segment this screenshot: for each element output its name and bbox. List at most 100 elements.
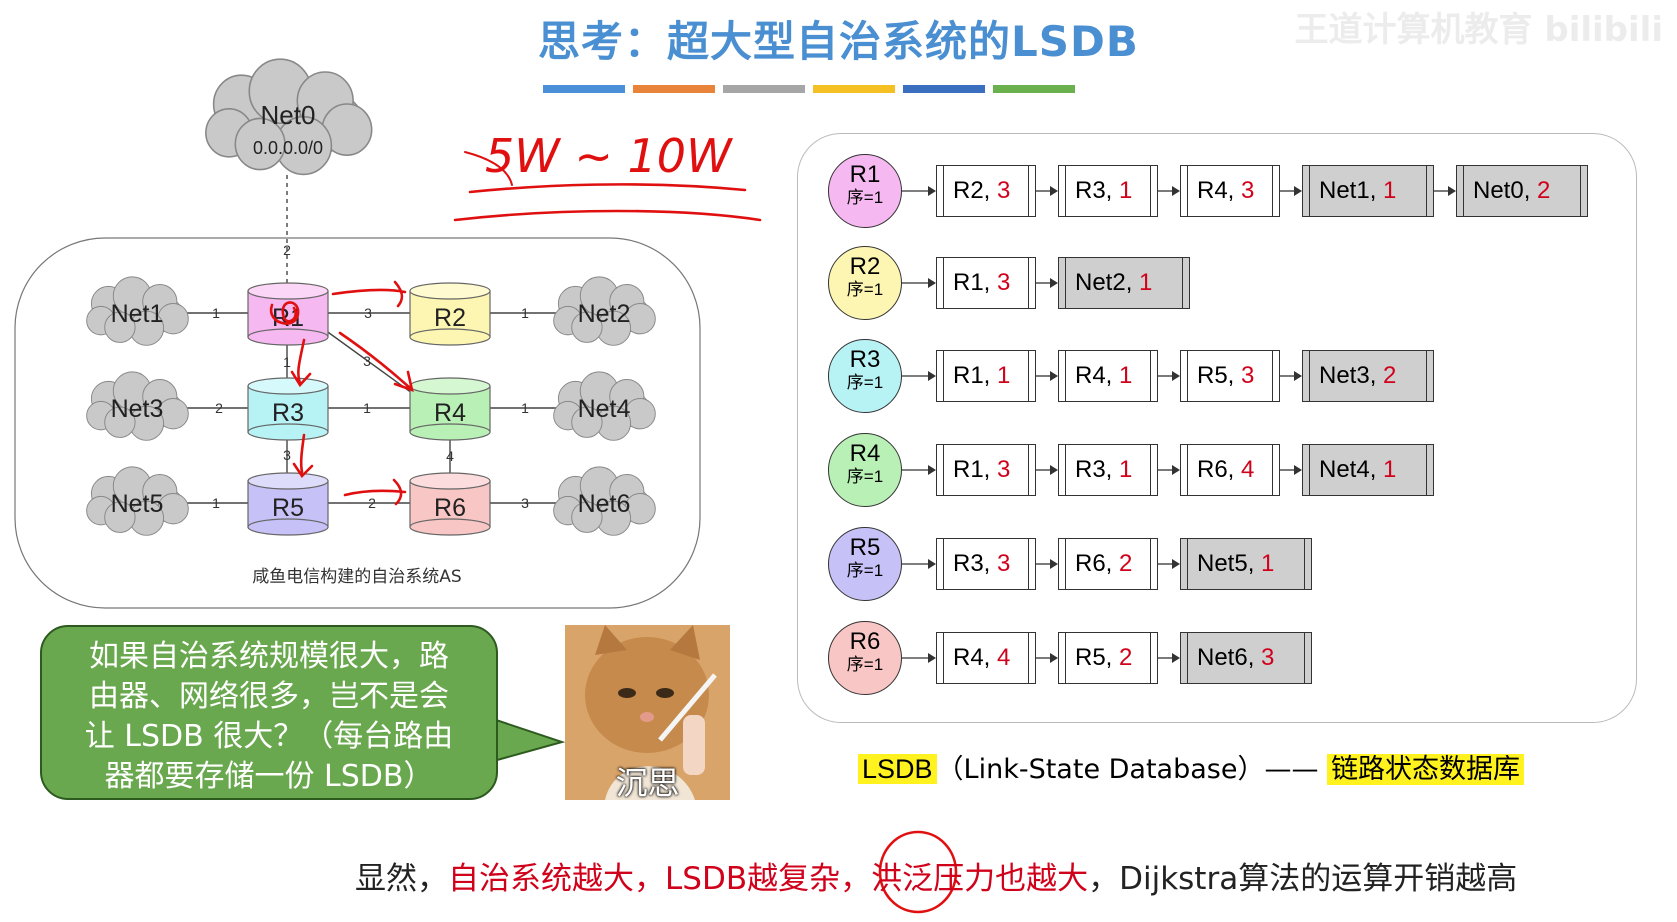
- entry-cost: 4: [997, 644, 1011, 671]
- speech-bubble: 如果自治系统规模很大，路 由器、网络很多，岂不是会 让 LSDB 很大？（每台路…: [40, 625, 498, 800]
- entry-name: Net3,: [1319, 362, 1384, 389]
- entry-name: Net5,: [1197, 550, 1262, 577]
- lsdb-net-entry: Net1, 1: [1302, 165, 1434, 217]
- lsdb-net-entry: Net6, 3: [1180, 632, 1312, 684]
- entry-name: Net2,: [1075, 269, 1140, 296]
- bubble-tail: [490, 716, 566, 764]
- lsdb-seq: 序=1: [846, 280, 884, 299]
- lsdb-router-name: R6: [849, 628, 881, 655]
- entry-name: R6,: [1197, 456, 1242, 483]
- cost-label: 4: [446, 448, 454, 464]
- entry-name: R1,: [953, 362, 998, 389]
- entry-cost: 3: [1241, 362, 1255, 389]
- lsdb-arrow: [1158, 559, 1180, 569]
- cost-label: 1: [521, 305, 529, 321]
- cost-label: 3: [364, 305, 372, 321]
- color-bar: [813, 85, 895, 93]
- cost-label: 2: [368, 495, 376, 511]
- thinking-cat-image: [565, 625, 730, 800]
- router-label: R1: [272, 304, 304, 332]
- cost-label: 1: [212, 495, 220, 511]
- lsdb-legend: LSDB（Link-State Database）—— 链路状态数据库: [858, 747, 1525, 786]
- page-title: 思考：超大型自治系统的LSDB: [538, 17, 1139, 66]
- lsdb-arrow: [902, 559, 936, 569]
- entry-cost: 3: [997, 456, 1011, 483]
- color-bar: [633, 85, 715, 93]
- entry-name: R6,: [1075, 550, 1120, 577]
- net-label: Net5: [111, 490, 164, 518]
- lsdb-arrow: [902, 186, 936, 196]
- entry-name: R5,: [1197, 362, 1242, 389]
- lsdb-seq: 序=1: [846, 467, 884, 486]
- cost-label: 1: [521, 400, 529, 416]
- net0-label: Net0: [261, 100, 316, 130]
- color-bar: [723, 85, 805, 93]
- entry-cost: 1: [1383, 177, 1397, 204]
- lsdb-arrow: [1036, 653, 1058, 663]
- cost-label: 3: [363, 353, 371, 369]
- legend-term: LSDB: [858, 754, 937, 784]
- lsdb-arrow: [1158, 186, 1180, 196]
- lsdb-net-entry: Net0, 2: [1456, 165, 1588, 217]
- lsdb-seq: 序=1: [846, 561, 884, 580]
- lsdb-net-entry: Net2, 1: [1058, 257, 1190, 309]
- entry-name: Net1,: [1319, 177, 1384, 204]
- lsdb-router-name: R2: [849, 253, 881, 280]
- net-label: Net3: [111, 395, 164, 423]
- lsdb-arrow: [1434, 186, 1456, 196]
- lsdb-router-entry: R4, 3: [1180, 165, 1280, 217]
- lsdb-router-entry: R2, 3: [936, 165, 1036, 217]
- entry-name: Net6,: [1197, 644, 1262, 671]
- lsdb-arrow: [1280, 371, 1302, 381]
- bubble-line: 器都要存储一份 LSDB）: [104, 759, 434, 794]
- lsdb-router-entry: R4, 4: [936, 632, 1036, 684]
- annotation-arrows: [269, 151, 958, 914]
- lsdb-router-name: R3: [849, 346, 881, 373]
- lsdb-arrow: [1036, 186, 1058, 196]
- lsdb-seq: 序=1: [846, 655, 884, 674]
- net0-sub-label: 0.0.0.0/0: [253, 138, 323, 158]
- cat-caption: 沉思: [615, 764, 680, 802]
- entry-cost: 1: [997, 362, 1011, 389]
- cost-label: 1: [283, 354, 291, 370]
- net-label: Net4: [578, 395, 631, 423]
- lsdb-router-entry: R3, 3: [936, 538, 1036, 590]
- entry-name: R4,: [1075, 362, 1120, 389]
- net-label: Net1: [111, 300, 164, 328]
- conclusion-part: ，Dijkstra算法的运算开销越高: [1088, 861, 1518, 897]
- entry-cost: 4: [1241, 456, 1255, 483]
- link-r1-r4: [324, 329, 413, 394]
- entry-name: R1,: [953, 456, 998, 483]
- color-bar: [903, 85, 985, 93]
- entry-cost: 1: [1139, 269, 1153, 296]
- entry-cost: 1: [1119, 177, 1133, 204]
- lsdb-arrow: [1036, 559, 1058, 569]
- entry-name: Net4,: [1319, 456, 1384, 483]
- entry-name: R1,: [953, 269, 998, 296]
- router-label: R4: [434, 399, 466, 427]
- entry-cost: 1: [1383, 456, 1397, 483]
- router-r6: [409, 472, 491, 536]
- entry-cost: 1: [1119, 456, 1133, 483]
- lsdb-arrow: [1158, 653, 1180, 663]
- color-bar: [993, 85, 1075, 93]
- net-label: Net2: [578, 300, 631, 328]
- lsdb-router-entry: R5, 3: [1180, 350, 1280, 402]
- router-r4: [409, 377, 491, 441]
- entry-cost: 2: [1119, 550, 1133, 577]
- lsdb-net-entry: Net3, 2: [1302, 350, 1434, 402]
- as-caption: 咸鱼电信构建的自治系统AS: [252, 567, 461, 587]
- lsdb-arrow: [1280, 465, 1302, 475]
- router-label: R6: [434, 494, 466, 522]
- cost-label: 2: [283, 242, 291, 258]
- cost-label: 3: [521, 495, 529, 511]
- conclusion-part: 显然，: [355, 861, 448, 897]
- legend-meaning: 链路状态数据库: [1327, 754, 1525, 785]
- net-label: Net6: [578, 490, 631, 518]
- lsdb-router-entry: R5, 2: [1058, 632, 1158, 684]
